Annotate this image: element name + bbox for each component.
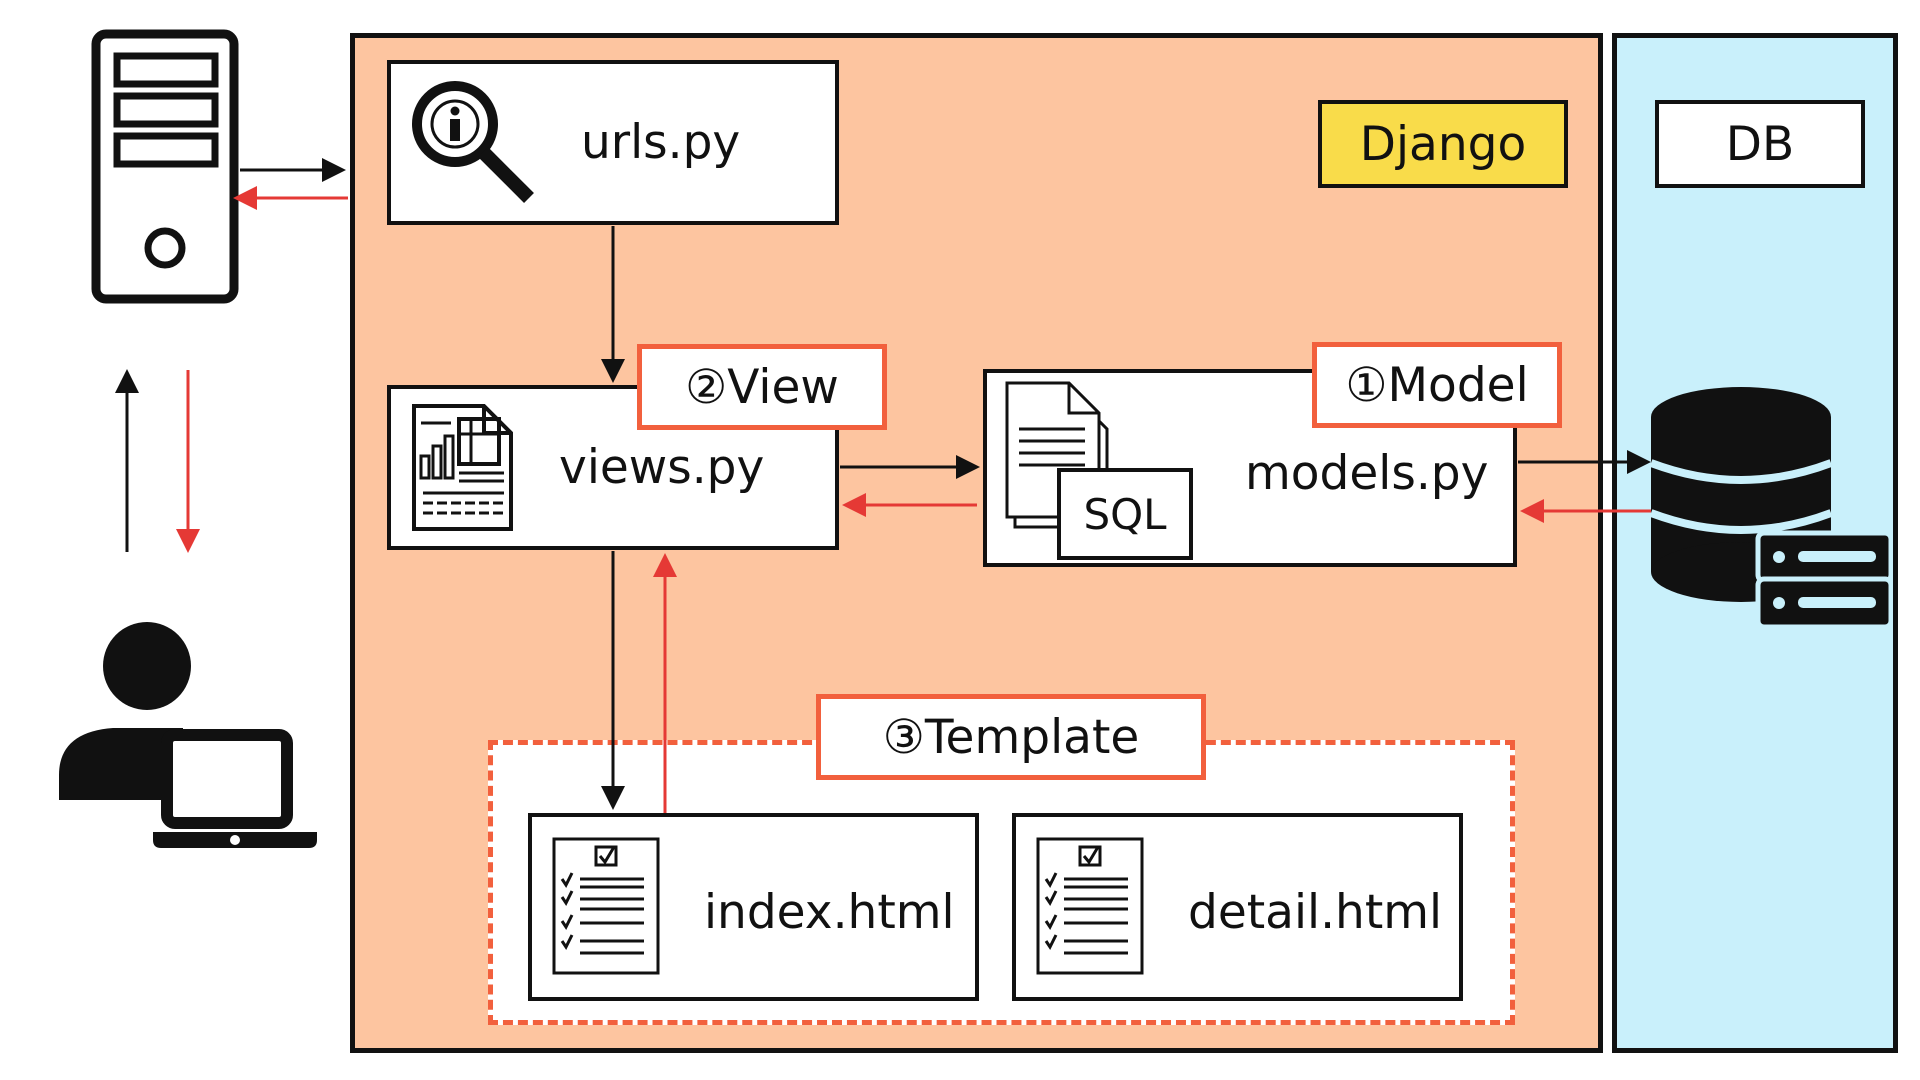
django-title: Django — [1318, 100, 1568, 188]
user-laptop-icon — [59, 622, 317, 848]
checklist-icon — [1036, 837, 1144, 975]
report-icon — [412, 404, 513, 531]
urls-label: urls.py — [581, 115, 741, 170]
checklist-icon — [552, 837, 660, 975]
view-tag: ②View — [637, 344, 887, 430]
index-label: index.html — [704, 885, 955, 940]
urls-box: urls.py — [387, 60, 839, 225]
search-info-icon — [412, 81, 534, 203]
detail-label: detail.html — [1188, 885, 1443, 940]
model-tag: ①Model — [1312, 342, 1562, 428]
detail-box: detail.html — [1012, 813, 1463, 1001]
models-box: SQL models.py — [983, 369, 1517, 567]
views-label: views.py — [559, 440, 765, 495]
db-title: DB — [1655, 100, 1865, 188]
sql-box: SQL — [1057, 468, 1193, 560]
index-box: index.html — [528, 813, 979, 1001]
server-icon — [91, 29, 239, 304]
database-icon — [1649, 387, 1893, 630]
template-tag: ③Template — [816, 694, 1206, 780]
models-label: models.py — [1245, 446, 1489, 501]
